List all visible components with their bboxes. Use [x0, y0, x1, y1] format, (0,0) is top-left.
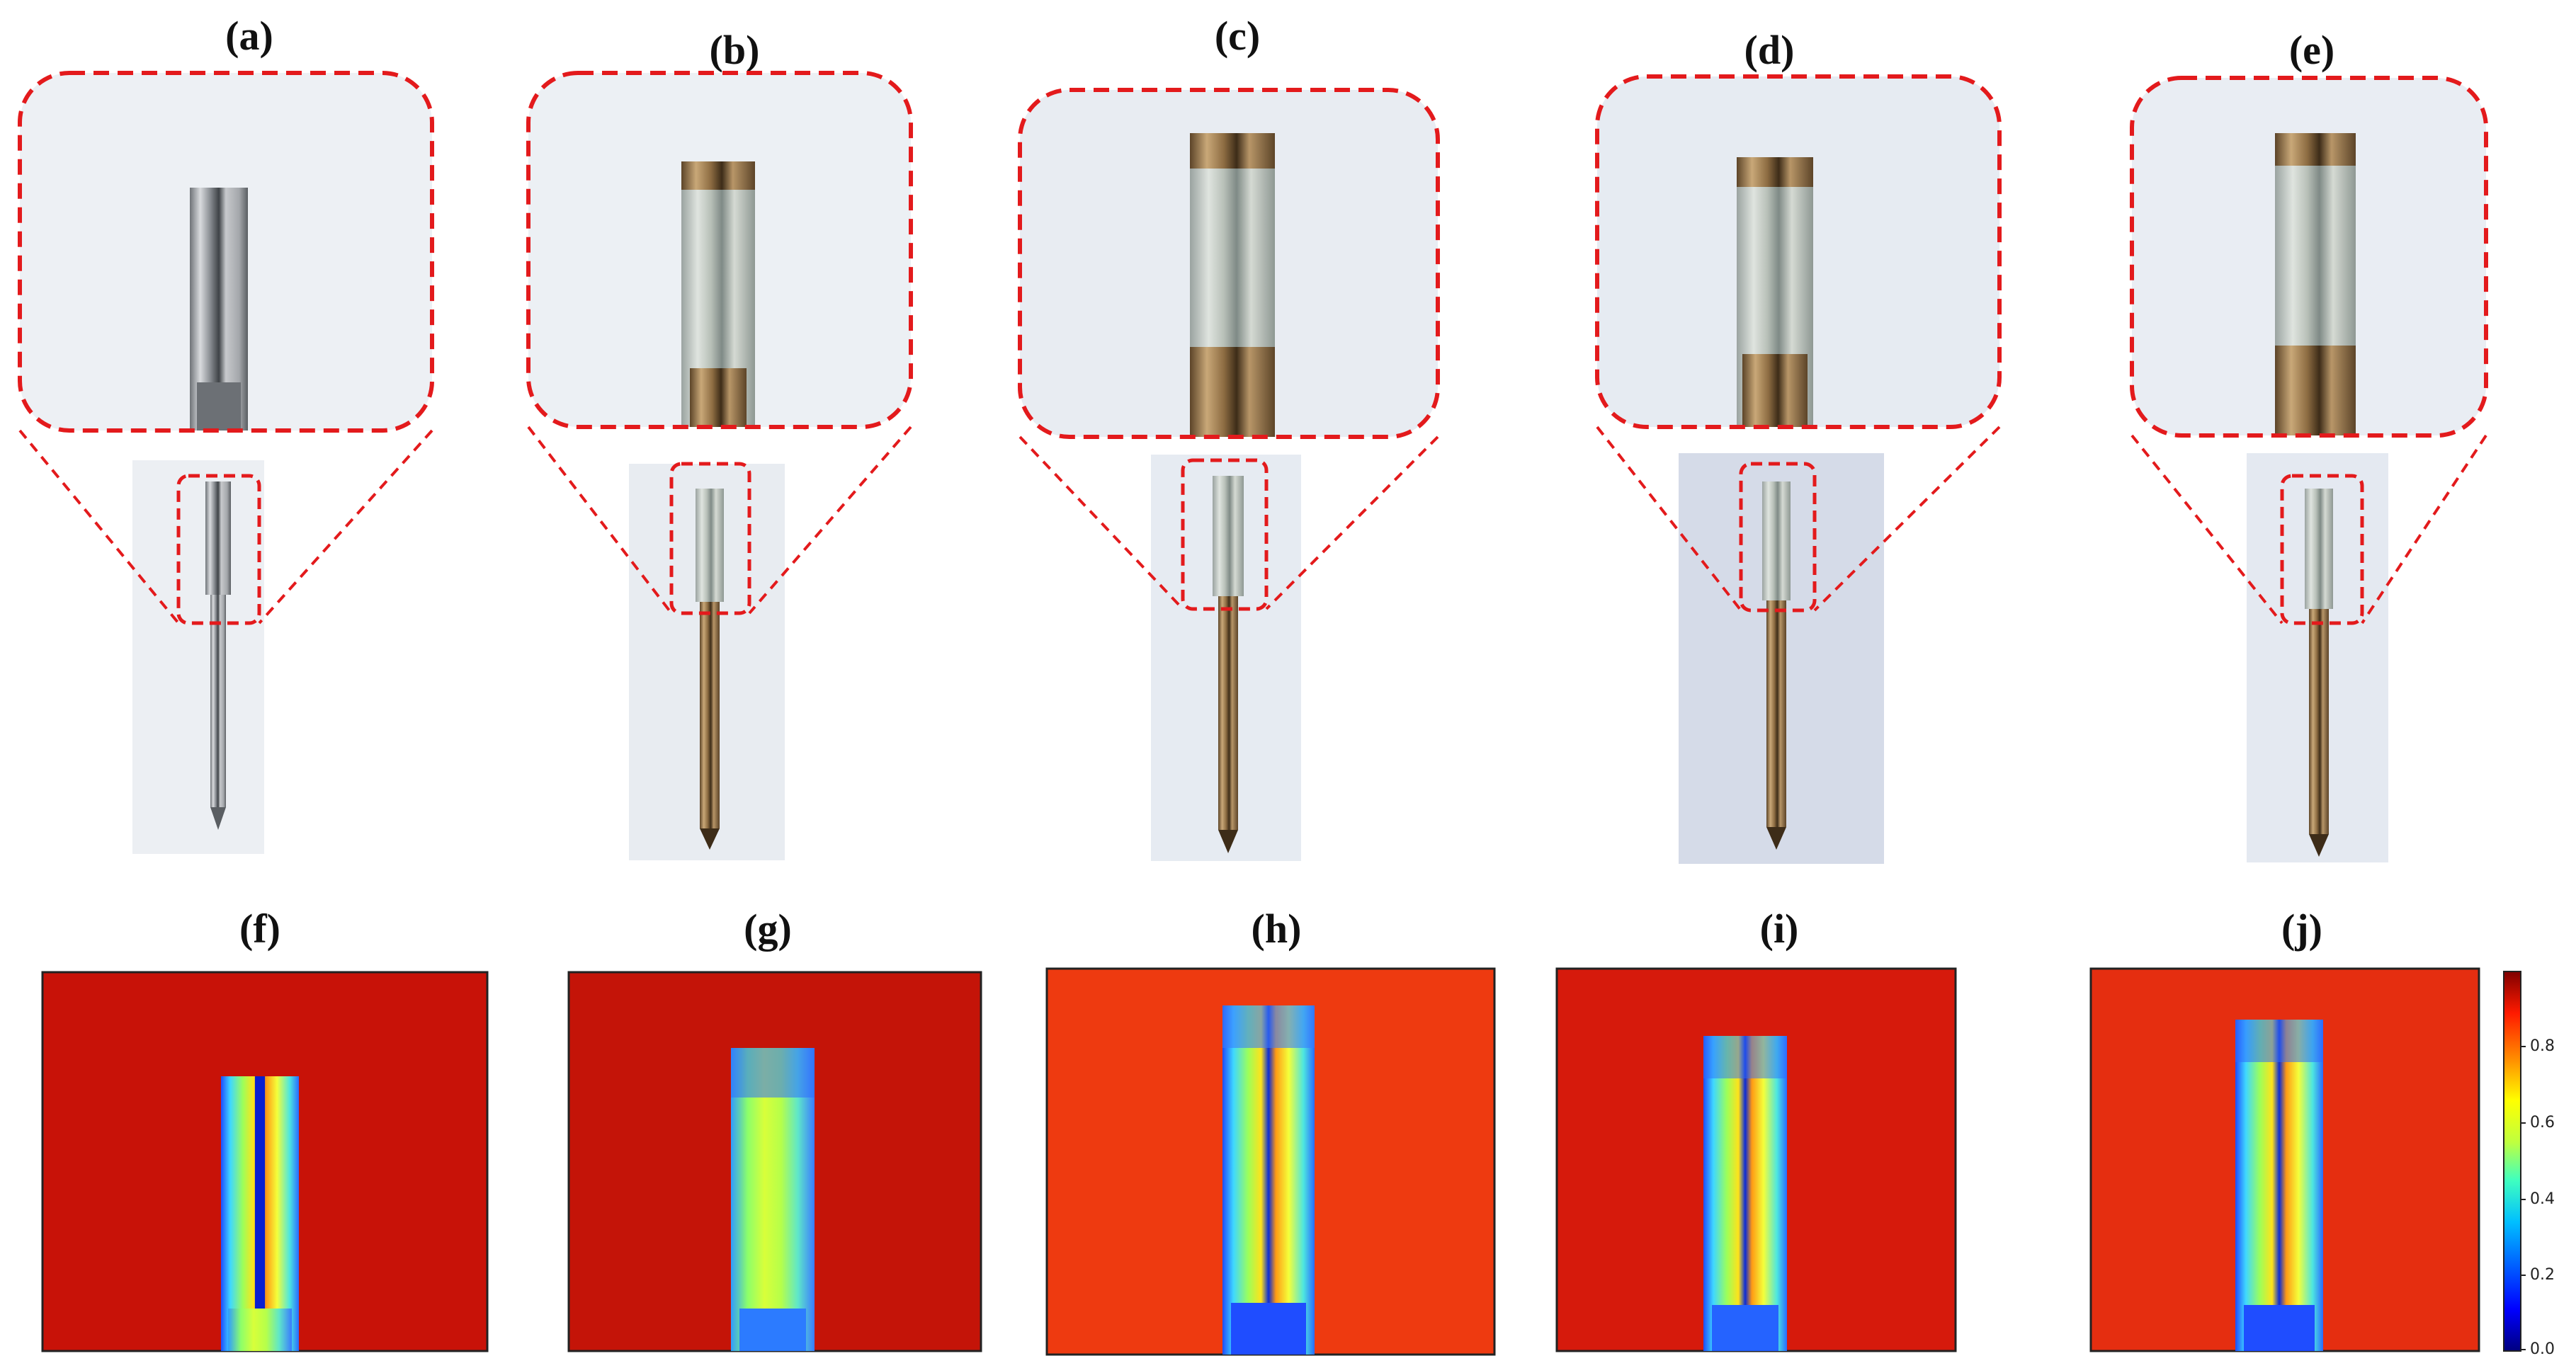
heatmap-panel-i: [1555, 967, 1957, 1352]
colorbar-label-0.8: 0.8: [2530, 1037, 2555, 1055]
pin-tip: [700, 828, 720, 850]
panel-label-j: (j): [2281, 906, 2322, 952]
pin-body: [1218, 596, 1238, 830]
panel-label-a: (a): [225, 13, 273, 59]
heatmap-pin: [1222, 1005, 1315, 1355]
colorbar: [2503, 971, 2526, 1352]
panel-label-c: (c): [1214, 13, 1261, 59]
pin-head: [1213, 476, 1244, 596]
panel-label-e: (e): [2288, 27, 2335, 73]
zoom-pin-brass-collar: [1742, 354, 1808, 427]
panel-label-i: (i): [1759, 906, 1799, 952]
zoom-pin-brass-cap: [1737, 157, 1813, 187]
zoom-pin-brass-cap: [1190, 133, 1275, 169]
zoom-pin-brass-cap: [2275, 133, 2356, 166]
zoom-line-left: [18, 429, 180, 625]
heatmap-pin: [2235, 1020, 2323, 1351]
pin-tip: [2309, 834, 2329, 857]
zoom-pin-brass-collar: [690, 368, 747, 427]
panel-label-h: (h): [1251, 906, 1302, 952]
zoom-line-left: [1596, 426, 1742, 612]
zoom-region-box: [1739, 462, 1817, 612]
zoom-line-right: [1265, 435, 1439, 610]
zoom-line-right: [258, 429, 433, 625]
photo-panel-c: [1018, 88, 1440, 861]
photo-panel-d: [1595, 74, 2002, 864]
callout-frame: [526, 71, 913, 429]
heatmap-pin-top: [1703, 1036, 1787, 1078]
zoom-line-left: [527, 426, 673, 615]
heatmap-pin-collar: [228, 1309, 292, 1351]
pin-body: [1766, 600, 1786, 827]
zoom-line-right: [2361, 434, 2487, 625]
pin-body: [2309, 609, 2329, 834]
heatmap-pin-core: [255, 1076, 265, 1310]
heatmap-panel-g: [567, 971, 982, 1352]
zoom-line-right: [748, 426, 912, 615]
zoom-line-left: [2130, 434, 2283, 625]
zoom-pin-collar: [197, 382, 241, 431]
zoom-region-box: [176, 474, 261, 625]
photo-panel-a: [18, 71, 434, 854]
callout-frame: [1595, 74, 2002, 429]
heatmap-pin-top: [2235, 1020, 2323, 1062]
callout-frame: [1018, 88, 1440, 439]
heatmap-panel-j: [2089, 967, 2480, 1352]
heatmap-pin-collar: [1712, 1305, 1778, 1351]
callout-frame: [2130, 76, 2488, 438]
zoom-region-box: [1181, 458, 1269, 611]
zoom-line-right: [1813, 426, 2001, 612]
colorbar-label-0.6: 0.6: [2530, 1114, 2555, 1132]
colorbar-label-0.4: 0.4: [2530, 1190, 2555, 1208]
colorbar-label-0.2: 0.2: [2530, 1266, 2555, 1284]
zoom-line-left: [1019, 435, 1184, 610]
photo-background: [132, 460, 264, 854]
heatmap-pin-collar: [1231, 1303, 1306, 1355]
colorbar-label-0.0: 0.0: [2530, 1340, 2555, 1358]
pin-body: [700, 602, 720, 828]
pin-tip: [1766, 827, 1786, 850]
pin-head: [1762, 481, 1791, 600]
pin-head: [205, 481, 231, 595]
zoom-region-box: [669, 462, 751, 615]
photo-panel-e: [2130, 76, 2488, 862]
colorbar-gradient: [2503, 971, 2521, 1352]
heatmap-panel-h: [1045, 967, 1496, 1356]
panel-label-f: (f): [239, 906, 280, 952]
pin-tip: [210, 807, 226, 830]
photo-panel-b: [526, 71, 913, 860]
pin-body: [210, 595, 226, 807]
heatmap-pin: [731, 1048, 815, 1351]
zoom-pin-brass-collar: [1190, 347, 1275, 437]
panel-label-d: (d): [1744, 27, 1795, 73]
heatmap-pin: [1703, 1036, 1787, 1351]
zoom-region-box: [2280, 474, 2364, 625]
panel-label-g: (g): [744, 906, 792, 952]
zoom-pin-brass-collar: [2275, 346, 2356, 435]
heatmap-pin-top: [1222, 1005, 1315, 1048]
panel-label-b: (b): [709, 27, 760, 73]
heatmap-panel-f: [41, 971, 489, 1352]
pin-head: [2305, 489, 2333, 609]
pin-head: [696, 489, 724, 602]
pin-tip: [1218, 830, 1238, 853]
heatmap-pin-collar: [739, 1309, 806, 1351]
callout-frame: [18, 71, 434, 433]
heatmap-pin-top: [731, 1048, 815, 1098]
heatmap-pin-collar: [2244, 1305, 2315, 1351]
zoom-pin-brass-cap: [681, 161, 755, 190]
